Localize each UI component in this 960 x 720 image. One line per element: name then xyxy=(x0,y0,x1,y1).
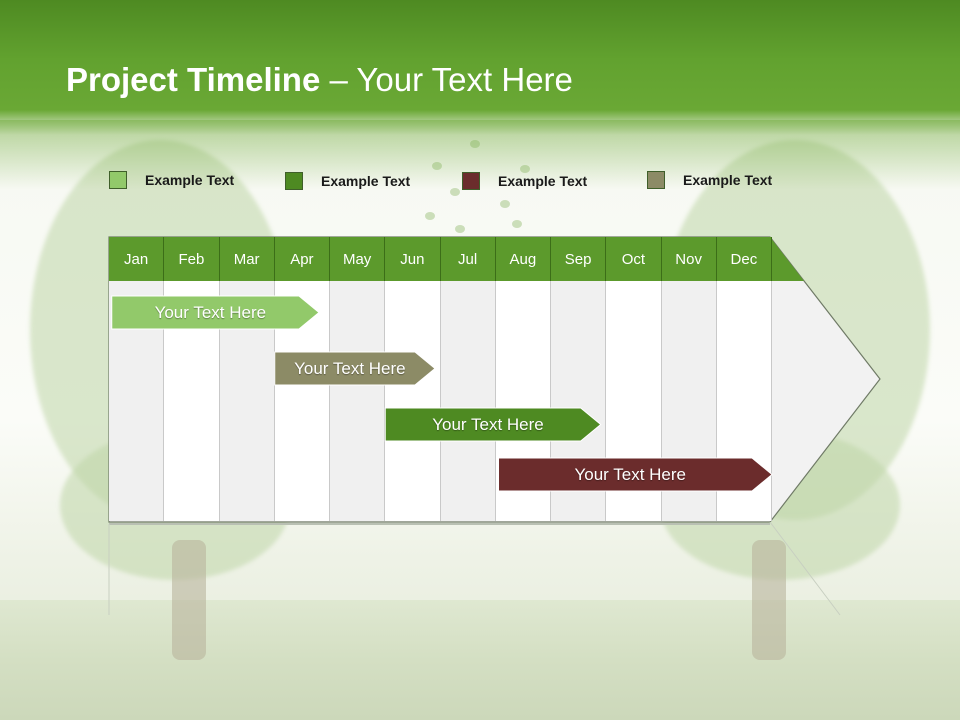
month-column xyxy=(440,281,496,521)
timeline-reflection-line xyxy=(769,521,841,616)
task-bar-label: Your Text Here xyxy=(432,414,544,434)
legend-label: Example Text xyxy=(498,173,588,189)
task-bar-label: Your Text Here xyxy=(574,464,686,484)
legend-item: Example Text xyxy=(647,170,772,190)
task-bar xyxy=(384,407,602,442)
month-header: Feb xyxy=(164,237,220,281)
task-bar xyxy=(498,457,773,492)
legend-swatch-khaki xyxy=(647,171,665,189)
month-header: Apr xyxy=(274,237,330,281)
leaf-decoration xyxy=(455,225,465,233)
background-grass xyxy=(0,600,960,720)
task-bar xyxy=(274,351,436,386)
legend-swatch-light-green xyxy=(109,171,127,189)
month-header: Oct xyxy=(606,237,662,281)
task-bar xyxy=(111,295,320,330)
leaf-decoration xyxy=(512,220,522,228)
legend-label: Example Text xyxy=(145,172,235,188)
month-column xyxy=(330,281,386,521)
right-tree-trunk xyxy=(752,540,786,660)
month-header: Aug xyxy=(495,237,551,281)
month-header: Sep xyxy=(551,237,607,281)
leaf-decoration xyxy=(425,212,435,220)
legend-swatch-maroon xyxy=(462,172,480,190)
legend-item: Example Text xyxy=(109,170,234,190)
month-header: Nov xyxy=(661,237,717,281)
header-band xyxy=(0,0,960,135)
legend-label: Example Text xyxy=(321,173,411,189)
title-bold: Project Timeline xyxy=(66,61,321,98)
legend-item: Example Text xyxy=(285,171,410,191)
month-header: Jan xyxy=(109,237,165,281)
month-column xyxy=(385,281,441,521)
left-tree-trunk xyxy=(172,540,206,660)
task-bar-label: Your Text Here xyxy=(294,358,406,378)
legend-swatch-dark-green xyxy=(285,172,303,190)
leaf-decoration xyxy=(500,200,510,208)
month-header: Mar xyxy=(219,237,275,281)
title-rest: – Your Text Here xyxy=(320,61,573,98)
leaf-decoration xyxy=(450,188,460,196)
legend-label: Example Text xyxy=(683,172,773,188)
month-header: May xyxy=(330,237,386,281)
month-header: Jun xyxy=(385,237,441,281)
page-title: Project Timeline – Your Text Here xyxy=(66,60,573,100)
task-bar-label: Your Text Here xyxy=(154,302,267,322)
month-header: Dec xyxy=(716,237,772,281)
month-header: Jul xyxy=(440,237,496,281)
header-fade xyxy=(0,120,960,190)
legend-item: Example Text xyxy=(462,171,587,191)
